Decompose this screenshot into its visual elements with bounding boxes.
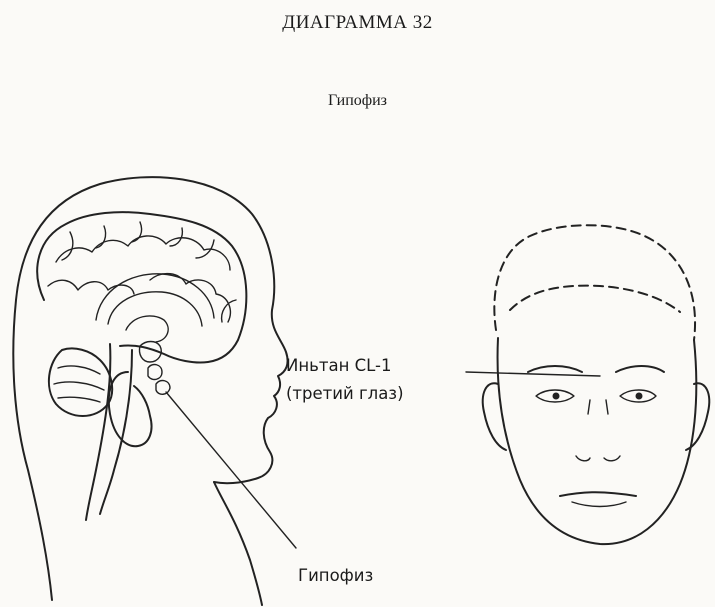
pituitary-pointer-line — [166, 392, 296, 548]
yintang-label-line2: (третий глаз) — [286, 384, 404, 403]
yintang-label-line1: Иньтан CL-1 — [286, 356, 392, 375]
front-face-drawing — [483, 225, 709, 544]
yintang-pointer-line — [466, 372, 600, 376]
pituitary-label: Гипофиз — [298, 566, 373, 585]
head-profile-drawing — [13, 177, 287, 605]
